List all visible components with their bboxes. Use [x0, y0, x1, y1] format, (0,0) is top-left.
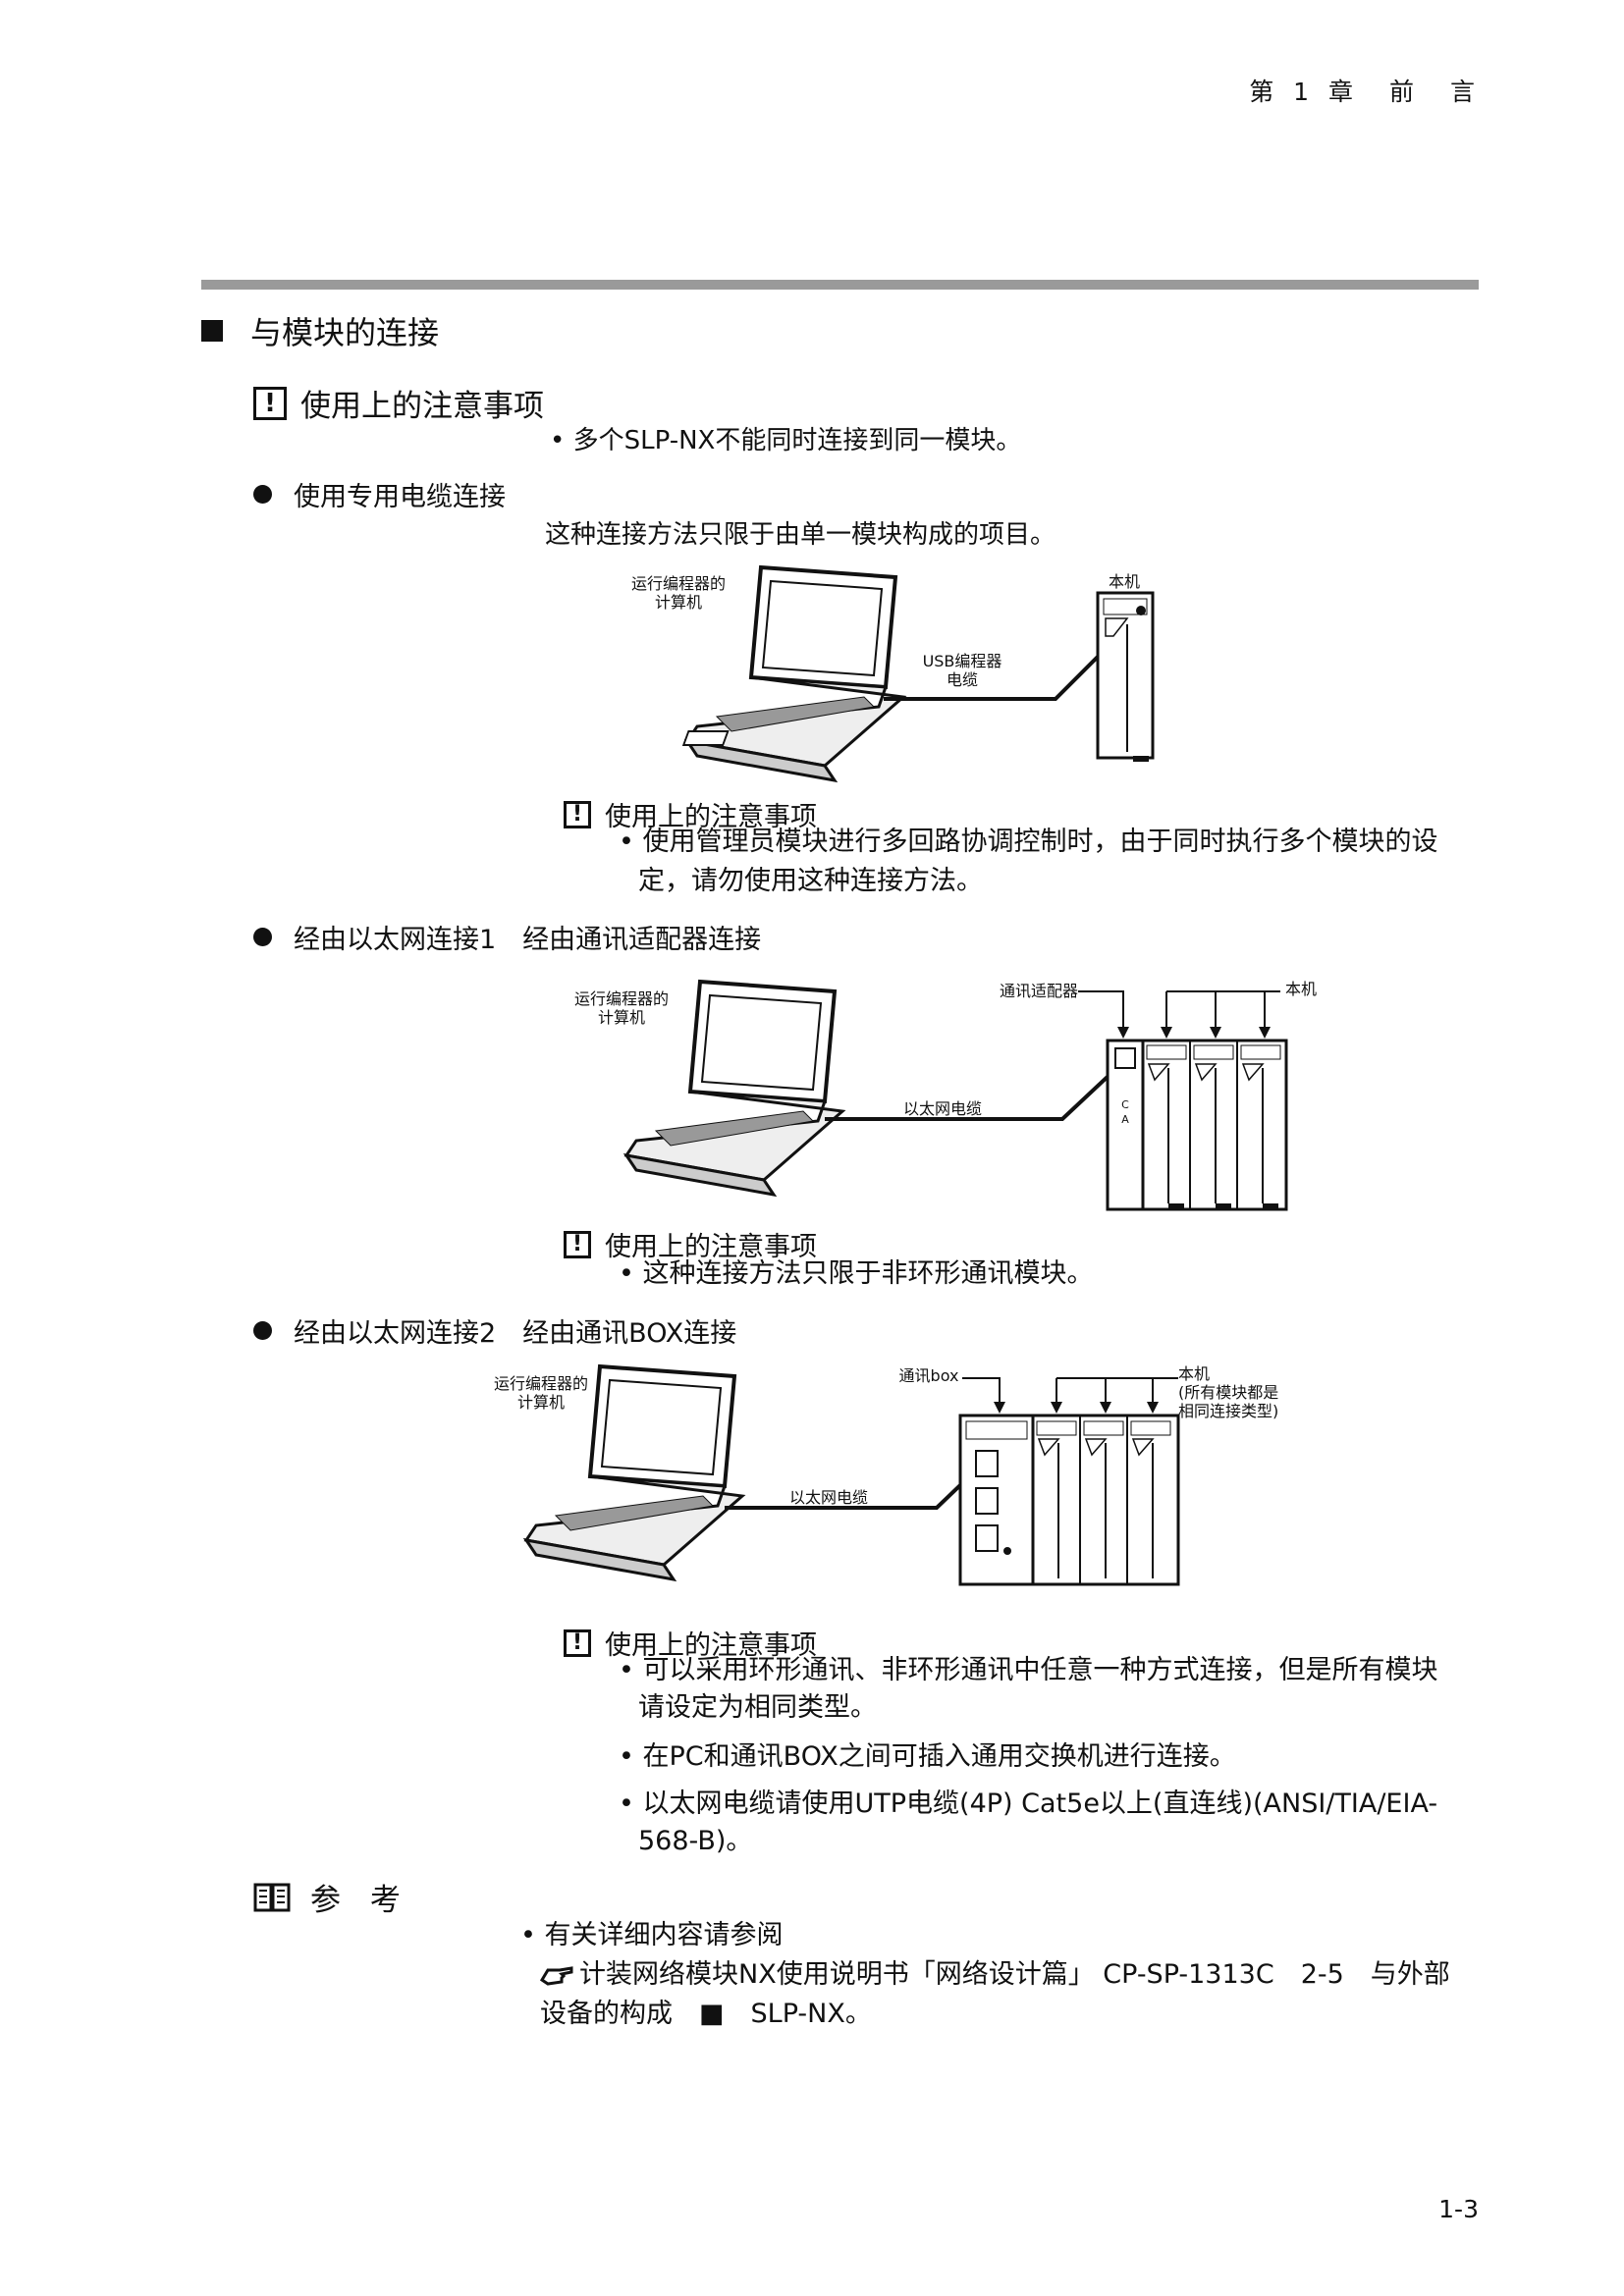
caution-title-text: 使用上的注意事项 — [605, 1630, 817, 1661]
usb-description: 这种连接方法只限于由单一模块构成的项目。 — [545, 520, 1056, 550]
usb-heading: 使用专用电缆连接 — [253, 475, 506, 513]
usb-caution-line1: • 使用管理员模块进行多回路协调控制时，由于同时执行多个模块的设 — [619, 827, 1438, 857]
eth2-unit-label: 本机 (所有模块都是 相同连接类型) — [1178, 1364, 1296, 1420]
unit-label-line1: 本机 — [1178, 1364, 1211, 1383]
reference-title-text: 参 考 — [310, 1883, 410, 1918]
circle-bullet-icon — [253, 485, 272, 504]
caution-icon: ! — [564, 1629, 591, 1657]
circle-bullet-icon — [253, 1321, 272, 1340]
pc-label-line1: 运行编程器的 — [493, 1374, 588, 1393]
eth2-caution-line5: 568-B)。 — [638, 1826, 753, 1856]
eth2-heading: 经由以太网连接2 经由通讯BOX连接 — [253, 1311, 736, 1350]
unit-label-line2: (所有模块都是 — [1178, 1383, 1279, 1402]
section-title: 与模块的连接 — [201, 308, 439, 353]
pc-label-line2: 计算机 — [597, 1008, 645, 1027]
usb-caution-line2: 定，请勿使用这种连接方法。 — [638, 866, 983, 896]
section-title-text: 与模块的连接 — [250, 314, 440, 351]
eth1-caution-line1: • 这种连接方法只限于非环形通讯模块。 — [619, 1258, 1094, 1289]
eth2-caution-line1: • 可以采用环形通讯、非环形通讯中任意一种方式连接，但是所有模块 — [619, 1655, 1438, 1685]
top-caution-title: ! 使用上的注意事项 — [253, 381, 544, 425]
caution-title-text: 使用上的注意事项 — [605, 802, 817, 832]
caution-title-text: 使用上的注意事项 — [300, 389, 544, 424]
caution-icon: ! — [564, 800, 591, 828]
section-rule — [201, 280, 1479, 290]
reference-line2: 计装网络模块NX使用说明书「网络设计篇」 CP-SP-1313C 2-5 与外部 — [539, 1955, 1450, 1995]
eth2-box-label: 通讯box — [898, 1366, 959, 1385]
caution-title-text: 使用上的注意事项 — [605, 1232, 817, 1262]
caution-icon: ! — [253, 386, 287, 420]
usb-caution-title: ! 使用上的注意事项 — [564, 795, 817, 833]
eth2-caution-line2: 请设定为相同类型。 — [638, 1692, 877, 1723]
laptop-icon — [522, 1363, 746, 1582]
eth2-caution-line3: • 在PC和通讯BOX之间可插入通用交换机进行连接。 — [619, 1741, 1236, 1772]
circle-bullet-icon — [253, 928, 272, 946]
eth2-cable-label: 以太网电缆 — [788, 1488, 868, 1507]
comm-box-rack-icon — [958, 1414, 1180, 1586]
module-unit-icon — [1096, 591, 1155, 762]
reference-line2-text: 计装网络模块NX使用说明书「网络设计篇」 CP-SP-1313C 2-5 与外部 — [579, 1959, 1450, 1990]
usb-heading-text: 使用专用电缆连接 — [294, 482, 506, 512]
ca-label: C A — [1115, 1097, 1135, 1127]
eth2-pc-label: 运行编程器的 计算机 — [467, 1374, 615, 1412]
reference-line1: • 有关详细内容请参阅 — [520, 1920, 784, 1950]
pc-label-line1: 运行编程器的 — [630, 574, 726, 593]
cable-label-line2: 电缆 — [946, 670, 978, 689]
eth2-heading-text: 经由以太网连接2 经由通讯BOX连接 — [294, 1318, 737, 1349]
eth1-pc-label: 运行编程器的 计算机 — [548, 989, 695, 1027]
reference-line3: 设备的构成 ■ SLP-NX。 — [540, 1999, 872, 2029]
eth1-cable-label: 以太网电缆 — [902, 1099, 982, 1118]
book-icon — [253, 1883, 291, 1911]
chapter-header: 第 1 章 前 言 — [1249, 78, 1481, 106]
pc-label-line2: 计算机 — [654, 593, 702, 612]
usb-unit-label: 本机 — [1108, 572, 1140, 591]
square-bullet-icon — [201, 320, 223, 342]
ca-label-c: C — [1121, 1098, 1129, 1111]
eth1-heading: 经由以太网连接1 经由通讯适配器连接 — [253, 918, 761, 956]
eth2-caution-title: ! 使用上的注意事项 — [564, 1624, 817, 1662]
pc-label-line2: 计算机 — [516, 1393, 565, 1412]
eth2-caution-line4: • 以太网电缆请使用UTP电缆(4P) Cat5e以上(直连线)(ANSI/TI… — [619, 1789, 1438, 1819]
eth1-caution-title: ! 使用上的注意事项 — [564, 1225, 817, 1263]
top-caution-bullet: • 多个SLP-NX不能同时连接到同一模块。 — [550, 426, 1022, 455]
laptop-icon — [623, 979, 846, 1198]
eth1-heading-text: 经由以太网连接1 经由通讯适配器连接 — [294, 925, 762, 955]
pointing-hand-icon — [539, 1966, 573, 1986]
adapter-rack-icon — [1106, 1039, 1288, 1211]
cable-label-line1: USB编程器 — [922, 652, 1002, 670]
eth1-adapter-label: 通讯适配器 — [999, 982, 1078, 1000]
usb-cable-label: USB编程器 电缆 — [903, 652, 1021, 689]
laptop-icon — [681, 564, 907, 783]
page-number: 1-3 — [1438, 2195, 1479, 2223]
eth1-unit-label: 本机 — [1284, 980, 1317, 998]
ethernet-cable-line — [825, 1058, 1127, 1121]
usb-pc-label: 运行编程器的 计算机 — [605, 574, 752, 612]
ca-label-a: A — [1121, 1113, 1129, 1126]
reference-heading: 参 考 — [253, 1875, 410, 1919]
pc-label-line1: 运行编程器的 — [573, 989, 669, 1008]
caution-icon: ! — [564, 1230, 591, 1258]
unit-label-line3: 相同连接类型) — [1178, 1402, 1279, 1420]
